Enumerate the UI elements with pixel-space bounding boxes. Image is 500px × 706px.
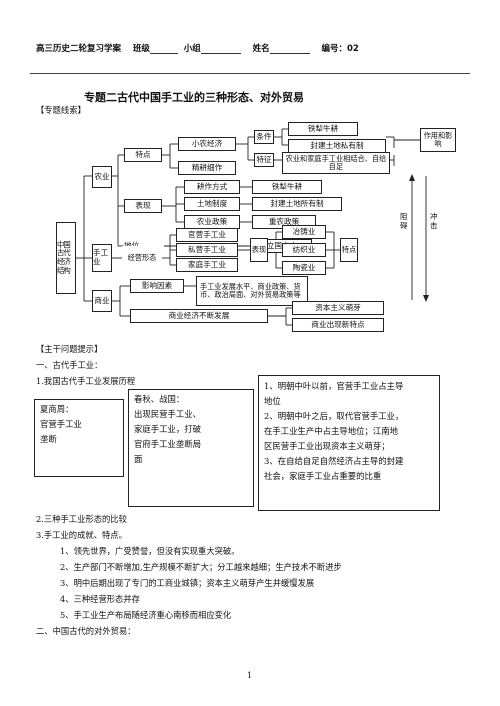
- commerce-node: 商业: [92, 290, 112, 312]
- influence-text-node: 手工业发展水平、商业政策、货币、政治局面、对外贸易政策等: [196, 276, 308, 306]
- item1-heading: 1.我国古代手工业发展历程: [36, 376, 136, 386]
- effect-node: 作用和影响: [420, 128, 456, 152]
- point-4: 4、三种经营形态并存: [60, 594, 140, 604]
- ming-line-3: 2、明朝中叶之后，取代官营手工业，: [264, 411, 404, 421]
- feature-text-node: 农业和家庭手工业相结合、自给自足: [282, 152, 390, 174]
- small-peasant-node: 小农经济: [178, 137, 236, 151]
- farming-method-value: 铁犁牛耕: [252, 180, 322, 194]
- ming-line-1: 1、明朝中叶以前，官营手工业占主导: [264, 381, 404, 391]
- chunqiu-line-2: 出现民营手工业、: [134, 409, 201, 419]
- name-label: 姓名: [252, 44, 270, 54]
- header-rule: [30, 73, 470, 74]
- influence-factors-node: 影响因素: [130, 279, 184, 293]
- xia-line-3: 垄断: [40, 434, 57, 444]
- xia-line-2: 官营手工业: [40, 419, 82, 429]
- business-form-label: 经营形态: [122, 246, 162, 270]
- land-system-value: 封建土地所有制: [252, 197, 342, 211]
- characteristic-node: 特点: [340, 238, 358, 262]
- section2-heading: 二、中国古代的对外贸易：: [36, 626, 136, 636]
- page-title: 专题二古代中国手工业的三种形态、对外贸易: [84, 91, 304, 104]
- ming-line-6: 3、在自给自足自然经济占主导的封建: [264, 456, 404, 466]
- ming-line-7: 社会，家庭手工业占重要的比重: [264, 471, 382, 481]
- group-blank: [200, 44, 241, 54]
- class-label: 班级: [132, 44, 150, 54]
- ceramics-node: 陶瓷业: [282, 261, 326, 275]
- farming-method-node: 耕作方式: [184, 180, 240, 194]
- item3-heading: 3.手工业的成就、特点。: [36, 530, 127, 540]
- chunqiu-line-5: 面: [134, 454, 143, 464]
- prompts-heading: 【主干问题提示】: [36, 344, 103, 354]
- smelting-node: 冶铸业: [282, 225, 326, 239]
- textile-node: 纺织业: [282, 243, 326, 257]
- course-title: 高三历史二轮复习学案: [36, 44, 122, 54]
- page-header: 高三历史二轮复习学案 班级 小组 姓名 编号：02: [36, 42, 359, 54]
- ming-line-4: 在手工业生产中占主导地位；江南地: [264, 426, 398, 436]
- ming-line-2: 地位: [264, 396, 281, 406]
- manifest2-node: 表现: [250, 238, 268, 262]
- conditions-node: 条件: [254, 130, 274, 144]
- chunqiu-line-1: 春秋、战国：: [134, 394, 185, 404]
- handicraft-node: 手工业: [92, 244, 112, 272]
- section-clue-heading: 【专题线索】: [36, 105, 86, 115]
- ming-line-5: 区民营手工业出现资本主义萌芽；: [264, 441, 390, 451]
- spring-autumn-box: 春秋、战国： 出现民营手工业、 家庭手工业，打破 官府手工业垄断局 面: [128, 389, 254, 507]
- features-node: 特点: [124, 148, 162, 162]
- group-label: 小组: [183, 44, 201, 54]
- xia-shang-zhou-box: 夏商周： 官营手工业 垄断: [34, 399, 124, 477]
- class-blank: [149, 44, 178, 54]
- impact-label: 冲击: [430, 212, 438, 230]
- official-handicraft-node: 官营手工业: [176, 228, 238, 242]
- ming-dynasty-box: 1、明朝中叶以前，官营手工业占主导 地位 2、明朝中叶之后，取代官营手工业， 在…: [258, 375, 440, 511]
- manifest-node: 表现: [124, 199, 162, 213]
- xia-line-1: 夏商周：: [40, 404, 74, 414]
- point-5: 5、手工业生产布局随经济重心南移而相应变化: [60, 610, 232, 620]
- capitalism-node: 资本主义萌芽: [292, 301, 384, 315]
- item2-heading: 2.三种手工业形态的比较: [36, 514, 127, 524]
- agri-policy-node: 农业政策: [184, 215, 240, 229]
- new-commerce-node: 商业出现新特点: [292, 318, 384, 332]
- point-2: 2、生产部门不断增加,生产规模不断扩大；分工越来越细；生产技术不断进步: [60, 562, 342, 572]
- feature-label-node: 特征: [254, 153, 274, 167]
- number-label: 编号：02: [321, 44, 359, 54]
- condition-ox-plough: 铁犁牛耕: [288, 122, 358, 136]
- intensive-node: 精耕细作: [178, 161, 236, 175]
- name-blank: [269, 44, 310, 54]
- family-handicraft-node: 家庭手工业: [176, 258, 238, 272]
- point-3: 3、明中后期出现了专门的工商业城镇；资本主义萌芽产生并缓慢发展: [60, 578, 315, 588]
- page-number: 1: [247, 671, 253, 680]
- private-handicraft-node: 私营手工业: [176, 243, 238, 257]
- condition-land-private: 封建土地私有制: [288, 139, 386, 153]
- root-node: 中国古代经济结构: [56, 222, 76, 294]
- point-1: 1、领先世界，广受赞誉，但没有实现重大突破。: [60, 546, 240, 556]
- chunqiu-line-4: 官府手工业垄断局: [134, 439, 201, 449]
- land-system-node: 土地制度: [184, 197, 240, 211]
- agriculture-node: 农业: [92, 166, 112, 188]
- chunqiu-line-3: 家庭手工业，打破: [134, 424, 201, 434]
- section1-heading: 一、古代手工业：: [36, 360, 103, 370]
- commerce-dev-node: 商业经济不断发展: [130, 309, 268, 323]
- obstruct-label: 阻碍: [400, 212, 408, 230]
